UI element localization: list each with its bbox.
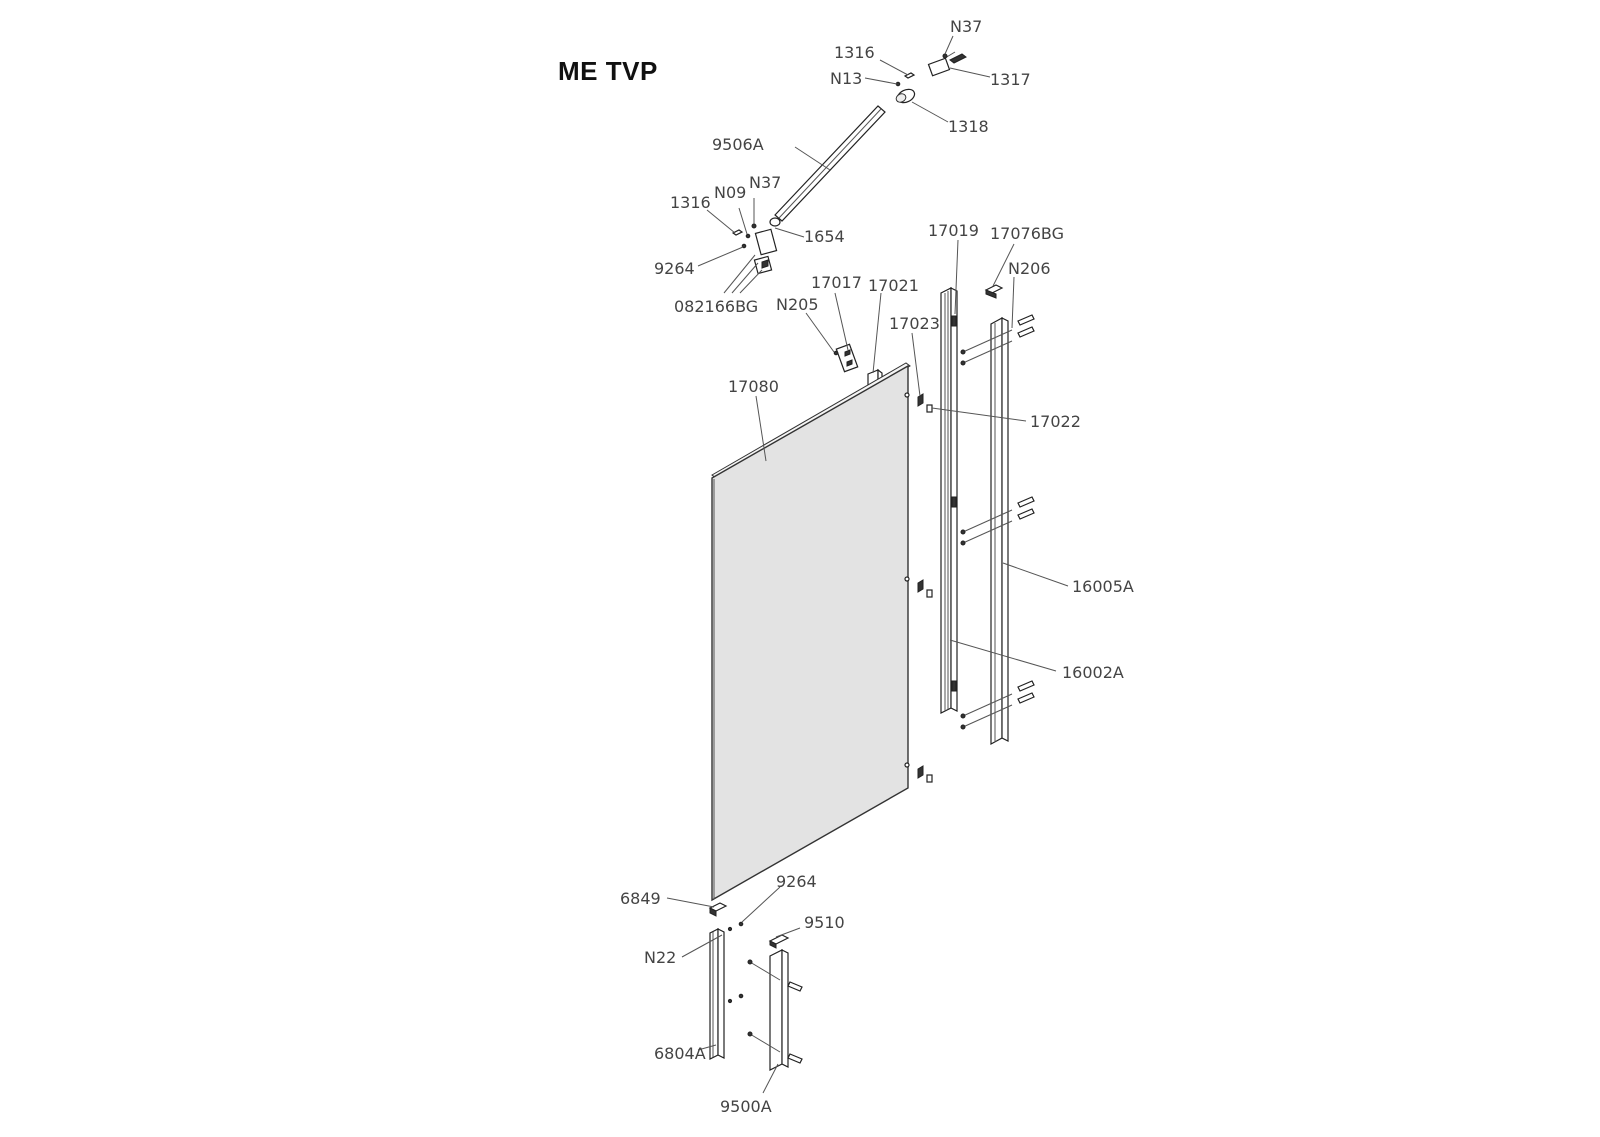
- label-1318: 1318: [948, 117, 989, 136]
- label-n37-mid: N37: [749, 173, 781, 192]
- screw-n37-mid: [751, 223, 757, 229]
- wall-profile-16005a: [990, 316, 1009, 746]
- label-9510: 9510: [804, 913, 845, 932]
- label-1316-top: 1316: [834, 43, 875, 62]
- screw-set-n206-bottom: [960, 680, 1035, 730]
- label-16002a: 16002A: [1062, 663, 1124, 682]
- label-n205: N205: [776, 295, 819, 314]
- hinge-17017: [835, 343, 859, 373]
- washer-1316-top: [903, 72, 916, 79]
- label-6849: 6849: [620, 889, 661, 908]
- screw-set-bottom-post: [747, 959, 803, 1064]
- label-9506a: 9506A: [712, 135, 764, 154]
- label-n37-top: N37: [950, 17, 982, 36]
- screw-n09: [745, 233, 751, 239]
- end-cap-17076bg: [984, 284, 1004, 299]
- screw-n22: [727, 926, 733, 1004]
- screw-set-n206-top: [960, 314, 1035, 366]
- glass-clip-bottom: [904, 762, 933, 783]
- label-17080: 17080: [728, 377, 779, 396]
- label-1317: 1317: [990, 70, 1031, 89]
- wall-block-1654: [754, 217, 781, 256]
- label-n22: N22: [644, 948, 676, 967]
- part-labels: N37 1316 1317 N13 1318 9506A N37 N09 131…: [620, 17, 1134, 1116]
- label-17076bg: 17076BG: [990, 224, 1064, 243]
- label-1316-mid: 1316: [670, 193, 711, 212]
- profile-6804a: [709, 928, 725, 1060]
- cap-9264-bottom: [738, 921, 744, 999]
- label-9500a: 9500A: [720, 1097, 772, 1116]
- label-17023: 17023: [889, 314, 940, 333]
- profile-pad-top: [951, 315, 957, 327]
- label-082166bg: 082166BG: [674, 297, 758, 316]
- label-16005a: 16005A: [1072, 577, 1134, 596]
- label-17021: 17021: [868, 276, 919, 295]
- leader-lines: [666, 35, 1069, 1094]
- post-9500a: [769, 949, 789, 1071]
- profile-pad-bottom: [951, 680, 957, 692]
- glass-clip-17023: [904, 392, 933, 413]
- end-cap-9510: [768, 934, 790, 949]
- label-9264-bottom: 9264: [776, 872, 817, 891]
- cap-9264-top: [741, 243, 747, 249]
- label-9264-top: 9264: [654, 259, 695, 278]
- sleeve-1318: [895, 88, 916, 104]
- label-17017: 17017: [811, 273, 862, 292]
- wall-profile-16002a: [940, 287, 958, 714]
- diagram-title: ME TVP: [558, 56, 658, 86]
- label-n09: N09: [714, 183, 746, 202]
- stabiliser-bar-9506a: [774, 105, 886, 222]
- label-1654: 1654: [804, 227, 845, 246]
- profile-pad-middle: [951, 496, 957, 508]
- screw-n37-top: [942, 53, 948, 59]
- glass-panel-17080: [711, 362, 933, 902]
- screw-set-n206-middle: [960, 496, 1035, 546]
- label-n206: N206: [1008, 259, 1051, 278]
- label-17019: 17019: [928, 221, 979, 240]
- glass-clip-middle: [904, 576, 933, 598]
- label-6804a: 6804A: [654, 1044, 706, 1063]
- label-n13: N13: [830, 69, 862, 88]
- screw-n205: [833, 350, 839, 356]
- foot-6849: [708, 902, 728, 917]
- wall-mount-082166bg: [753, 255, 773, 275]
- label-17022: 17022: [1030, 412, 1081, 431]
- washer-1316-mid: [731, 229, 744, 236]
